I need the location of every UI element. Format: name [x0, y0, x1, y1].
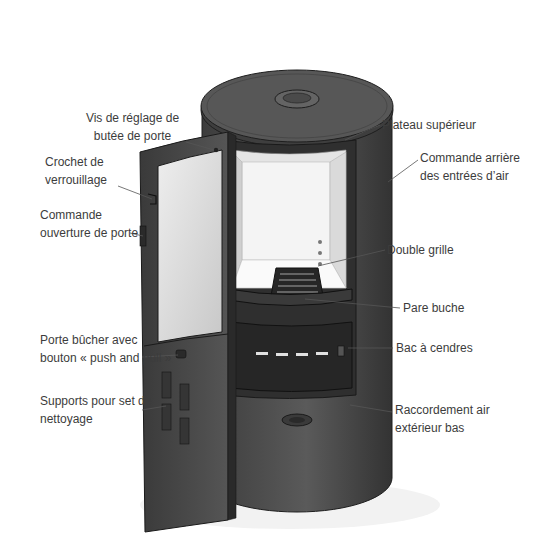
- leader-lines: [118, 125, 418, 412]
- door-stop-screw: [214, 148, 218, 152]
- cleaning-set-support: [180, 418, 189, 444]
- air-inlet-hole: [289, 417, 305, 423]
- flue-collar: [275, 90, 319, 108]
- leader-line: [186, 142, 214, 150]
- ash-pan-slot: [256, 352, 268, 355]
- cleaning-set-support: [162, 372, 171, 398]
- push-pull-button: [176, 350, 186, 358]
- leader-line: [350, 405, 392, 412]
- air-hole: [318, 251, 322, 255]
- part-label: Supports pour set de nettoyage: [40, 392, 160, 428]
- air-hole: [318, 240, 322, 244]
- part-label: Pare buche: [403, 299, 533, 317]
- leader-line: [345, 125, 380, 140]
- firebox-back-wall: [242, 162, 330, 260]
- door-glass: [158, 150, 222, 342]
- ash-pan-slot: [296, 353, 308, 356]
- air-inlet: [282, 414, 312, 426]
- leader-line: [348, 348, 393, 349]
- door-divider: [144, 334, 228, 346]
- grate-slot: [279, 279, 316, 281]
- leader-line: [318, 250, 385, 266]
- leader-line: [118, 186, 152, 199]
- ash-pan-latch: [338, 346, 344, 356]
- log-guard: [228, 289, 352, 306]
- part-label: Double grille: [387, 241, 527, 259]
- flue-opening: [283, 93, 311, 103]
- cleaning-set-support: [162, 404, 171, 430]
- grate-slot: [277, 291, 318, 293]
- double-grate: [271, 268, 323, 296]
- top-plate-ring: [207, 74, 387, 138]
- grate-slot: [278, 285, 317, 287]
- ash-pan-slot: [316, 352, 328, 355]
- door-panel: [140, 132, 228, 532]
- front-frame: [222, 140, 356, 399]
- cleaning-set-support: [180, 384, 189, 410]
- part-label: Raccordement air extérieur bas: [395, 401, 510, 437]
- part-label: Vis de réglage de butée de porte: [80, 109, 185, 145]
- door-edge: [228, 132, 236, 520]
- part-label: Porte bûcher avec bouton « push and pull…: [40, 331, 173, 367]
- leader-line: [388, 160, 418, 182]
- top-plate: [201, 70, 393, 142]
- ash-pan: [230, 322, 352, 392]
- part-label: Commande arrière des entrées d’air: [420, 149, 530, 185]
- ash-pan-slot: [276, 353, 288, 356]
- part-label: Crochet de verrouillage: [45, 153, 127, 189]
- grate-slot: [280, 273, 314, 275]
- part-label: Bac à cendres: [396, 339, 526, 357]
- part-label: Plateau supérieur: [382, 116, 522, 134]
- firebox-interior: [232, 150, 346, 288]
- part-label: Commande ouverture de porte: [40, 206, 146, 242]
- leader-line: [305, 299, 400, 308]
